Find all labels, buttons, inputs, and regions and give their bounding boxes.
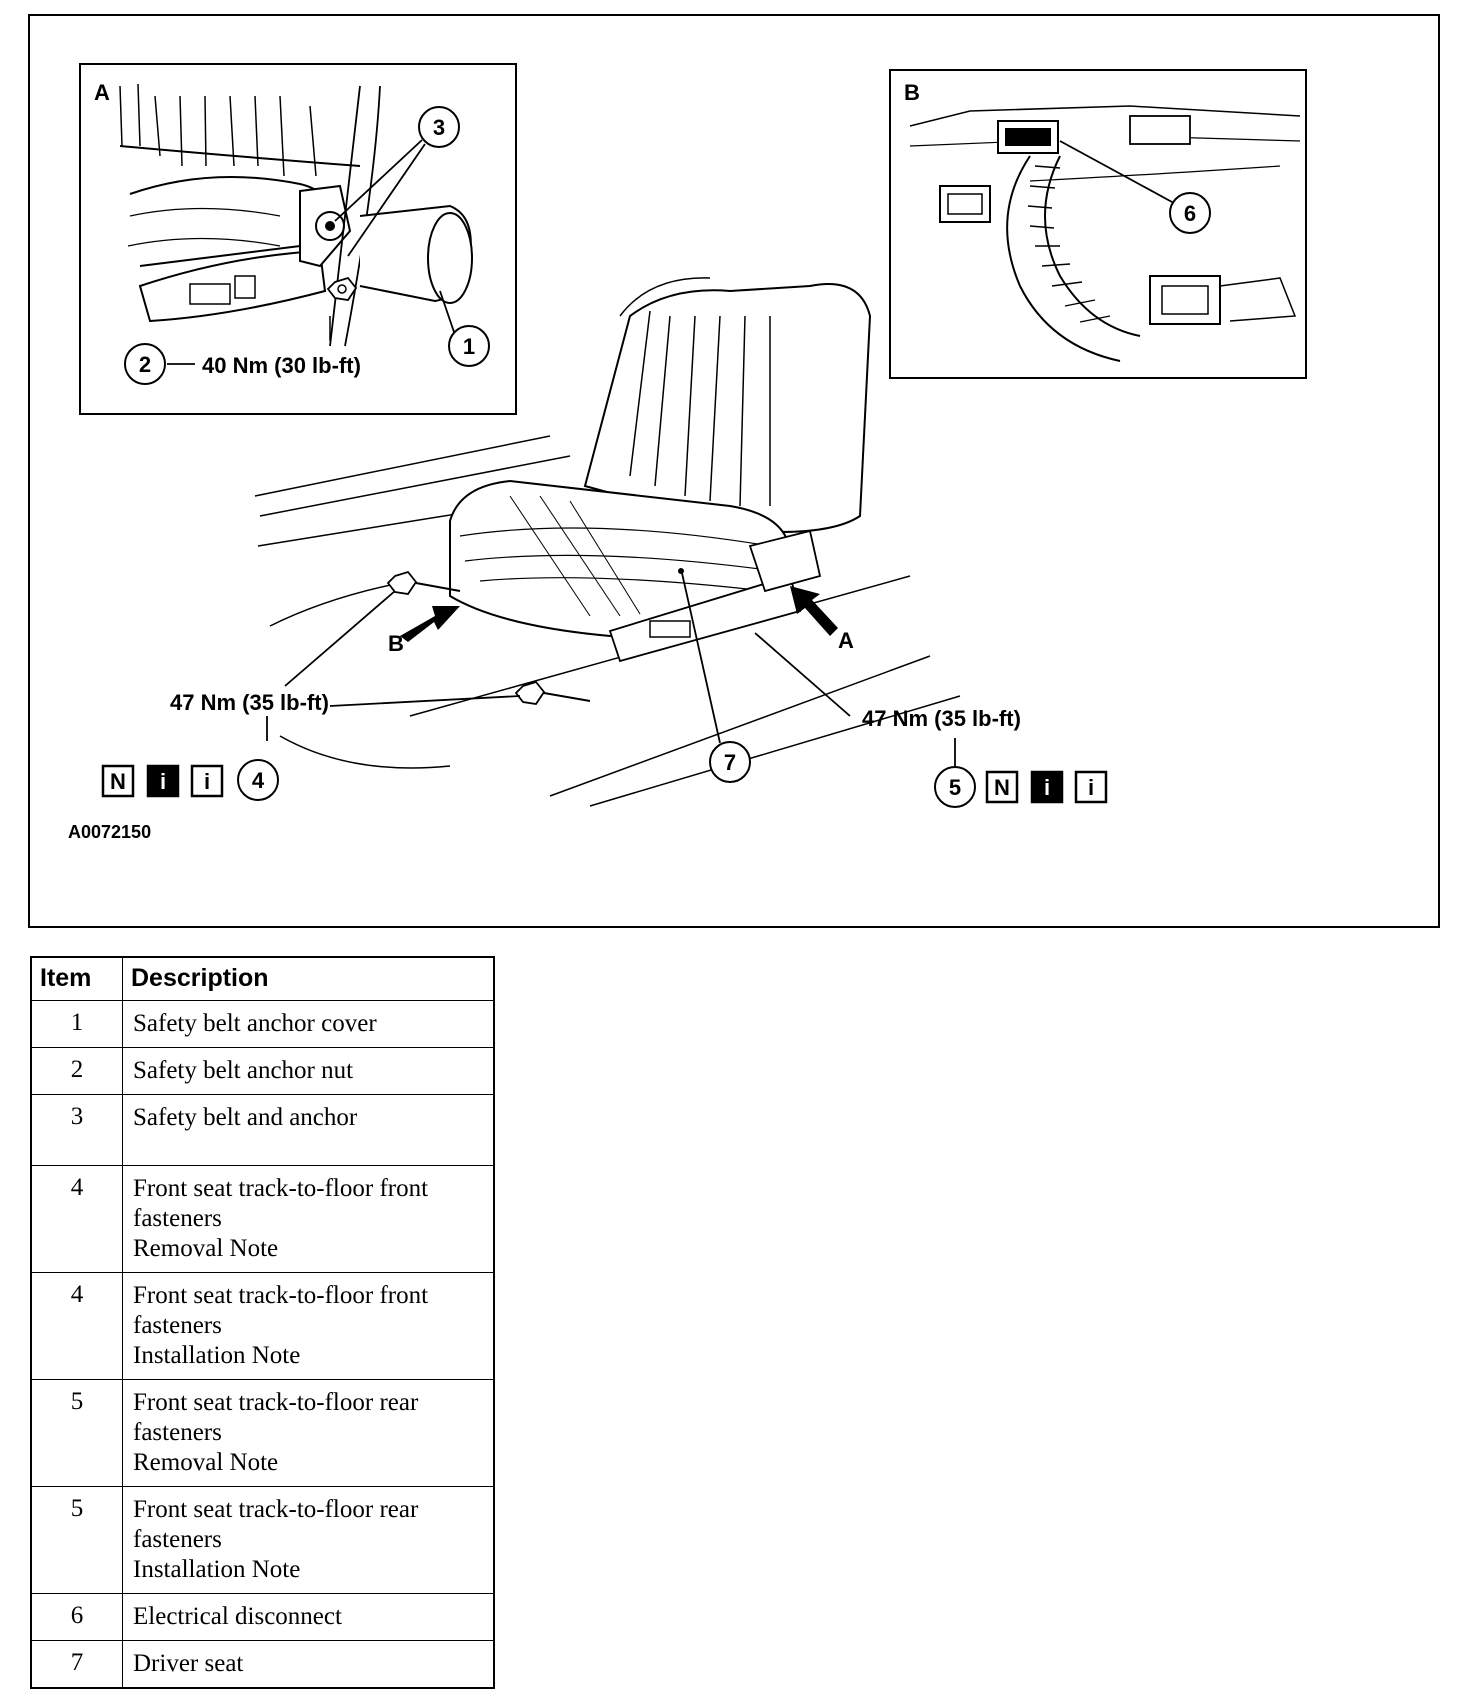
description-line: Removal Note <box>133 1235 279 1262</box>
description-line: Removal Note <box>133 1449 279 1476</box>
item-number: 4 <box>30 1165 123 1273</box>
item-description-table: Item Description 1 Safety belt anchor co… <box>30 956 495 1689</box>
callout-5: 5 <box>949 775 961 800</box>
table-header-row: Item Description <box>30 956 495 1001</box>
torque-2-label: 40 Nm (30 lb-ft) <box>202 353 361 378</box>
table-row: 4 Front seat track-to-floor front fasten… <box>30 1165 495 1273</box>
item-description: Safety belt anchor cover <box>122 1000 495 1048</box>
callout-7: 7 <box>724 750 736 775</box>
table-row: 7 Driver seat <box>30 1640 495 1689</box>
figure-id: A0072150 <box>68 822 151 842</box>
removal-info-icon-4-text: i <box>160 769 166 794</box>
description-line: Safety belt anchor nut <box>133 1057 354 1084</box>
description-line: Safety belt anchor cover <box>133 1010 377 1037</box>
bolt-front <box>386 570 461 595</box>
installation-info-icon-4 <box>190 764 224 798</box>
arrow-b: B <box>388 606 460 656</box>
n-note-symbol-5 <box>985 770 1019 804</box>
item-column-header: Item <box>30 956 123 1001</box>
n-note-symbol-5-text: N <box>994 775 1010 800</box>
item-number: 5 <box>30 1486 123 1594</box>
detail-b-label: B <box>904 80 920 105</box>
installation-info-icon-5 <box>1074 770 1108 804</box>
detail-b-inset: B 6 <box>889 69 1307 379</box>
item-number: 4 <box>30 1272 123 1380</box>
item-number: 6 <box>30 1593 123 1641</box>
table-row: 5 Front seat track-to-floor rear fastene… <box>30 1486 495 1594</box>
item-number: 1 <box>30 1000 123 1048</box>
arrow-a: A <box>790 586 854 653</box>
callout-5-circle <box>934 766 976 808</box>
installation-info-icon-5-text: i <box>1088 775 1094 800</box>
callout-6: 6 <box>1184 201 1196 226</box>
description-line: fasteners <box>133 1419 222 1446</box>
item-description: Driver seat <box>122 1640 495 1689</box>
item-description: Safety belt and anchor <box>122 1094 495 1166</box>
detail-a-inset: A 3 <box>79 63 517 415</box>
description-line: Front seat track-to-floor front <box>133 1282 429 1309</box>
table-row: 6 Electrical disconnect <box>30 1593 495 1641</box>
table-row: 3 Safety belt and anchor <box>30 1094 495 1166</box>
installation-info-icon-4-text: i <box>204 769 210 794</box>
callout-3-circle <box>418 106 460 148</box>
description-line: fasteners <box>133 1312 222 1339</box>
description-line: Front seat track-to-floor rear <box>133 1389 419 1416</box>
callout-2: 2 <box>139 352 151 377</box>
callout-6-circle <box>1169 192 1211 234</box>
table-row: 5 Front seat track-to-floor rear fastene… <box>30 1379 495 1487</box>
description-line: Front seat track-to-floor rear <box>133 1496 419 1523</box>
description-line: Installation Note <box>133 1556 301 1583</box>
item-number: 7 <box>30 1640 123 1689</box>
callout-4-circle <box>237 759 279 801</box>
seat-diagram-svg: A 3 <box>68 63 1307 842</box>
callout-1: 1 <box>463 334 475 359</box>
callout-1-circle <box>448 325 490 367</box>
table-row: 2 Safety belt anchor nut <box>30 1047 495 1095</box>
item-number: 2 <box>30 1047 123 1095</box>
description-line: fasteners <box>133 1205 222 1232</box>
description-line: Safety belt and anchor <box>133 1104 358 1131</box>
table-row: 4 Front seat track-to-floor front fasten… <box>30 1272 495 1380</box>
bolt-rear <box>514 680 591 705</box>
removal-info-icon-5-text: i <box>1044 775 1050 800</box>
table-row: 1 Safety belt anchor cover <box>30 1000 495 1048</box>
callout-7-circle <box>709 741 751 783</box>
item-number: 5 <box>30 1379 123 1487</box>
callout-3: 3 <box>433 115 445 140</box>
torque-4-label: 47 Nm (35 lb-ft) <box>170 690 329 715</box>
item-description: Front seat track-to-floor front fastener… <box>122 1165 495 1273</box>
description-line: fasteners <box>133 1526 222 1553</box>
item-description: Electrical disconnect <box>122 1593 495 1641</box>
description-column-header: Description <box>122 956 495 1001</box>
description-line: Front seat track-to-floor front <box>133 1175 429 1202</box>
description-line: Installation Note <box>133 1342 301 1369</box>
callout-2-circle <box>124 343 166 385</box>
arrow-a-label: A <box>838 628 854 653</box>
removal-info-icon-4 <box>146 764 180 798</box>
seat-removal-figure: A 3 <box>28 14 1440 928</box>
n-note-symbol-4-text: N <box>110 769 126 794</box>
torque-5-label: 47 Nm (35 lb-ft) <box>862 706 1021 731</box>
callout-4: 4 <box>252 768 265 793</box>
item-description: Front seat track-to-floor rear fasteners… <box>122 1486 495 1594</box>
n-note-symbol-4 <box>101 764 135 798</box>
description-line: Electrical disconnect <box>133 1603 342 1630</box>
main-seat-drawing: B A 7 47 Nm (35 lb-ft) N i i 4 <box>101 277 1108 808</box>
item-description: Front seat track-to-floor rear fasteners… <box>122 1379 495 1487</box>
removal-info-icon-5 <box>1030 770 1064 804</box>
detail-a-label: A <box>94 80 110 105</box>
item-description: Safety belt anchor nut <box>122 1047 495 1095</box>
item-description: Front seat track-to-floor front fastener… <box>122 1272 495 1380</box>
arrow-b-label: B <box>388 631 404 656</box>
item-number: 3 <box>30 1094 123 1166</box>
